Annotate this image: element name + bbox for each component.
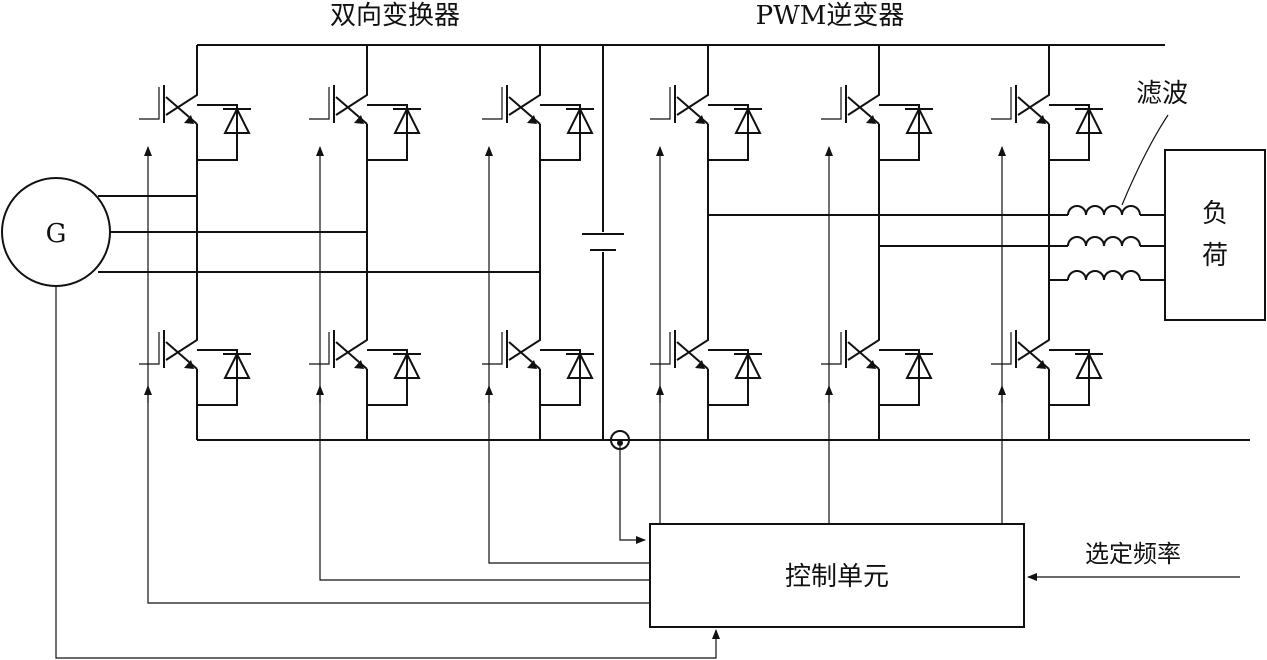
inverter-switch-1-upper [649,45,763,320]
generator-feedback-line [55,286,720,659]
generator-symbol: G [1,177,111,287]
filter-inductor-c [1067,270,1165,281]
control-unit-box [649,523,1025,628]
generator-phase-lines [98,195,540,273]
inverter-title: PWM逆变器 [756,1,905,31]
filter-inductor-b [1067,236,1165,247]
generator-label: G [46,219,67,249]
load-label-1: 负 [1202,199,1228,229]
filter-label: 滤波 [1136,79,1188,109]
converter-gate-lines [144,146,650,604]
load-box [1164,149,1266,321]
inverter-switch-1-lower [649,319,763,440]
converter-switch-1-lower [138,319,252,440]
load-label-2: 荷 [1202,241,1228,271]
inverter-switch-3-lower [990,319,1104,440]
inverter-switch-2-upper [820,45,934,320]
dc-link-capacitor [582,45,624,440]
converter-title: 双向变换器 [330,1,460,31]
filter-leader-line [1121,114,1169,206]
frequency-select-label: 选定频率 [1085,540,1181,568]
current-sensor [610,430,646,544]
control-unit-label: 控制单元 [785,562,889,592]
converter-switch-2-upper [308,45,422,320]
inverter-output-lines [708,214,1068,281]
converter-switch-3-lower [481,319,595,440]
converter-switch-2-lower [308,319,422,440]
converter-switch-3-upper [481,45,595,320]
inverter-gate-lines [656,146,1006,524]
converter-switch-1-upper [138,45,252,320]
inverter-switch-2-lower [820,319,934,440]
filter-inductor-a [1067,205,1165,216]
inverter-switch-3-upper [990,45,1104,320]
